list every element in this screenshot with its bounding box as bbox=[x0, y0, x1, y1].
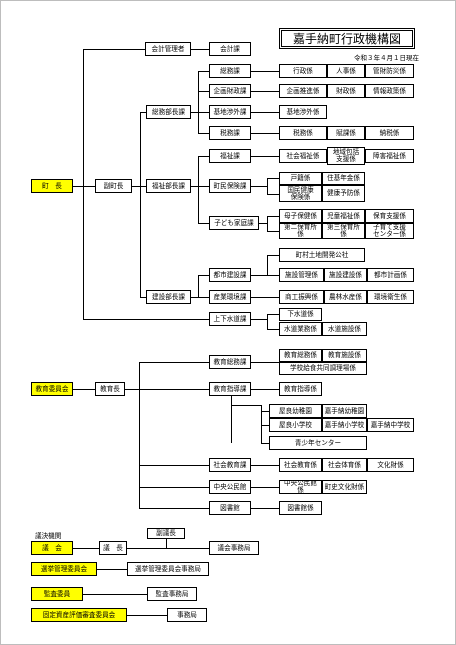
section-jogesuido: 上下水道課 bbox=[209, 312, 251, 326]
superintendent-box: 教育長 bbox=[95, 382, 125, 396]
audit-office-box: 監査事務局 bbox=[147, 587, 197, 601]
unit-box: 学校給食共同調理場係 bbox=[279, 362, 367, 375]
education-board-box: 教育委員会 bbox=[31, 382, 73, 396]
chair-box: 議 長 bbox=[99, 541, 127, 555]
accounting-manager-box: 会計管理者 bbox=[145, 42, 191, 56]
unit-box: 保育支援係 bbox=[365, 209, 414, 223]
unit-box: 児童福祉係 bbox=[322, 209, 365, 223]
unit-box: 屋良幼稚園 bbox=[269, 404, 322, 418]
unit-box: 社会教育係 bbox=[279, 458, 322, 472]
unit-box: 町史文化財係 bbox=[322, 480, 367, 494]
unit-box: 青少年センター bbox=[269, 436, 367, 450]
section-shakai-kyoiku: 社会教育課 bbox=[209, 458, 251, 472]
fixed-asset-committee-box: 固定資産評価審査委員会 bbox=[31, 608, 127, 622]
unit-box: 文化財係 bbox=[367, 458, 414, 472]
unit-box: 嘉手納小学校 bbox=[322, 418, 367, 432]
section-zeimu: 税務課 bbox=[209, 126, 251, 140]
unit-box: 教育指導係 bbox=[279, 382, 322, 396]
unit-box: 教育総務係 bbox=[279, 349, 322, 362]
mayor-box: 町 長 bbox=[31, 179, 73, 193]
section-toshi: 都市建設課 bbox=[209, 268, 251, 282]
unit-box: 水道施設係 bbox=[322, 322, 367, 336]
deputy-mayor-box: 副町長 bbox=[95, 179, 132, 193]
unit-box: 嘉手納幼稚園 bbox=[322, 404, 367, 418]
unit-box: 戸籍係 bbox=[279, 172, 322, 185]
unit-box: 管財防災係 bbox=[365, 64, 414, 78]
unit-box: 都市計画係 bbox=[367, 268, 414, 282]
election-office-box: 選挙管理委員会事務局 bbox=[127, 562, 209, 576]
unit-box: 屋良小学校 bbox=[269, 418, 322, 432]
unit-box: 賦課係 bbox=[327, 126, 365, 140]
unit-box: 中央公民館係 bbox=[279, 480, 322, 494]
unit-box: 納税係 bbox=[365, 126, 414, 140]
effective-date: 令和３年４月１日現在 bbox=[354, 54, 419, 62]
unit-box: 子育て支援 センター係 bbox=[365, 223, 414, 239]
unit-box: 行政係 bbox=[279, 64, 327, 78]
unit-box: 社会福祉係 bbox=[279, 149, 327, 163]
fixed-asset-office-box: 事務局 bbox=[167, 608, 207, 622]
council-box: 議 会 bbox=[31, 541, 73, 555]
unit-box: 母子保健係 bbox=[279, 209, 322, 223]
section-kikaku: 企画財政課 bbox=[209, 84, 251, 98]
unit-box: 環境衛生係 bbox=[367, 290, 414, 304]
unit-box: 水道業務係 bbox=[279, 322, 322, 336]
construction-dept-box: 建設部長課 bbox=[146, 290, 191, 304]
unit-box: 嘉手納中学校 bbox=[367, 418, 414, 432]
audit-committee-box: 監査委員 bbox=[31, 587, 83, 601]
section-kodomo: 子ども家庭課 bbox=[209, 216, 259, 230]
unit-box: 情報政策係 bbox=[365, 84, 414, 98]
unit-box: 施設建設係 bbox=[324, 268, 367, 282]
section-chomin-hoken: 町民保険課 bbox=[209, 179, 251, 193]
unit-box: 財政係 bbox=[327, 84, 365, 98]
chart-title: 嘉手納町行政機構図 bbox=[279, 28, 415, 49]
unit-box: 町村土地開発公社 bbox=[279, 248, 365, 262]
unit-box: 社会体育係 bbox=[322, 458, 367, 472]
section-toshokan: 図書館 bbox=[209, 501, 251, 515]
welfare-dept-box: 福祉部長課 bbox=[146, 179, 191, 193]
unit-box: 税務係 bbox=[279, 126, 327, 140]
council-secretariat-box: 議会事務局 bbox=[209, 541, 259, 555]
unit-box: 教育施設係 bbox=[322, 349, 367, 362]
council-label: 議決機関 bbox=[35, 532, 62, 540]
accounting-section-box: 会計課 bbox=[209, 42, 251, 56]
unit-box: 企画推進係 bbox=[279, 84, 327, 98]
unit-box: 第三保育所係 bbox=[322, 223, 365, 239]
unit-box: 住基年金係 bbox=[322, 172, 365, 185]
section-fukushi: 福祉課 bbox=[209, 149, 251, 163]
unit-box: 地域包括 支援係 bbox=[327, 147, 365, 165]
vice-chair-box: 副議長 bbox=[147, 528, 185, 539]
general-affairs-dept-box: 総務部長課 bbox=[146, 105, 191, 119]
section-kyoiku-somu: 教育総務課 bbox=[209, 355, 251, 369]
unit-box: 図書館係 bbox=[279, 501, 322, 515]
unit-box: 国民健康 保険係 bbox=[279, 185, 322, 202]
section-kominkan: 中央公民館 bbox=[209, 480, 251, 494]
section-somu: 総務課 bbox=[209, 64, 251, 78]
unit-box: 下水道係 bbox=[279, 308, 322, 321]
election-committee-box: 選挙管理委員会 bbox=[31, 562, 97, 576]
unit-box: 基地渉外係 bbox=[279, 105, 327, 119]
unit-box: 施設管理係 bbox=[279, 268, 324, 282]
section-kichi: 基地渉外課 bbox=[209, 105, 251, 119]
section-sangyo: 産業環境課 bbox=[209, 290, 251, 304]
unit-box: 商工振興係 bbox=[279, 290, 324, 304]
unit-box: 農林水産係 bbox=[324, 290, 367, 304]
unit-box: 健康予防係 bbox=[322, 185, 365, 202]
unit-box: 第二保育所係 bbox=[279, 223, 322, 239]
unit-box: 障害福祉係 bbox=[365, 149, 414, 163]
unit-box: 人事係 bbox=[327, 64, 365, 78]
section-kyoiku-shido: 教育指導課 bbox=[209, 382, 251, 396]
